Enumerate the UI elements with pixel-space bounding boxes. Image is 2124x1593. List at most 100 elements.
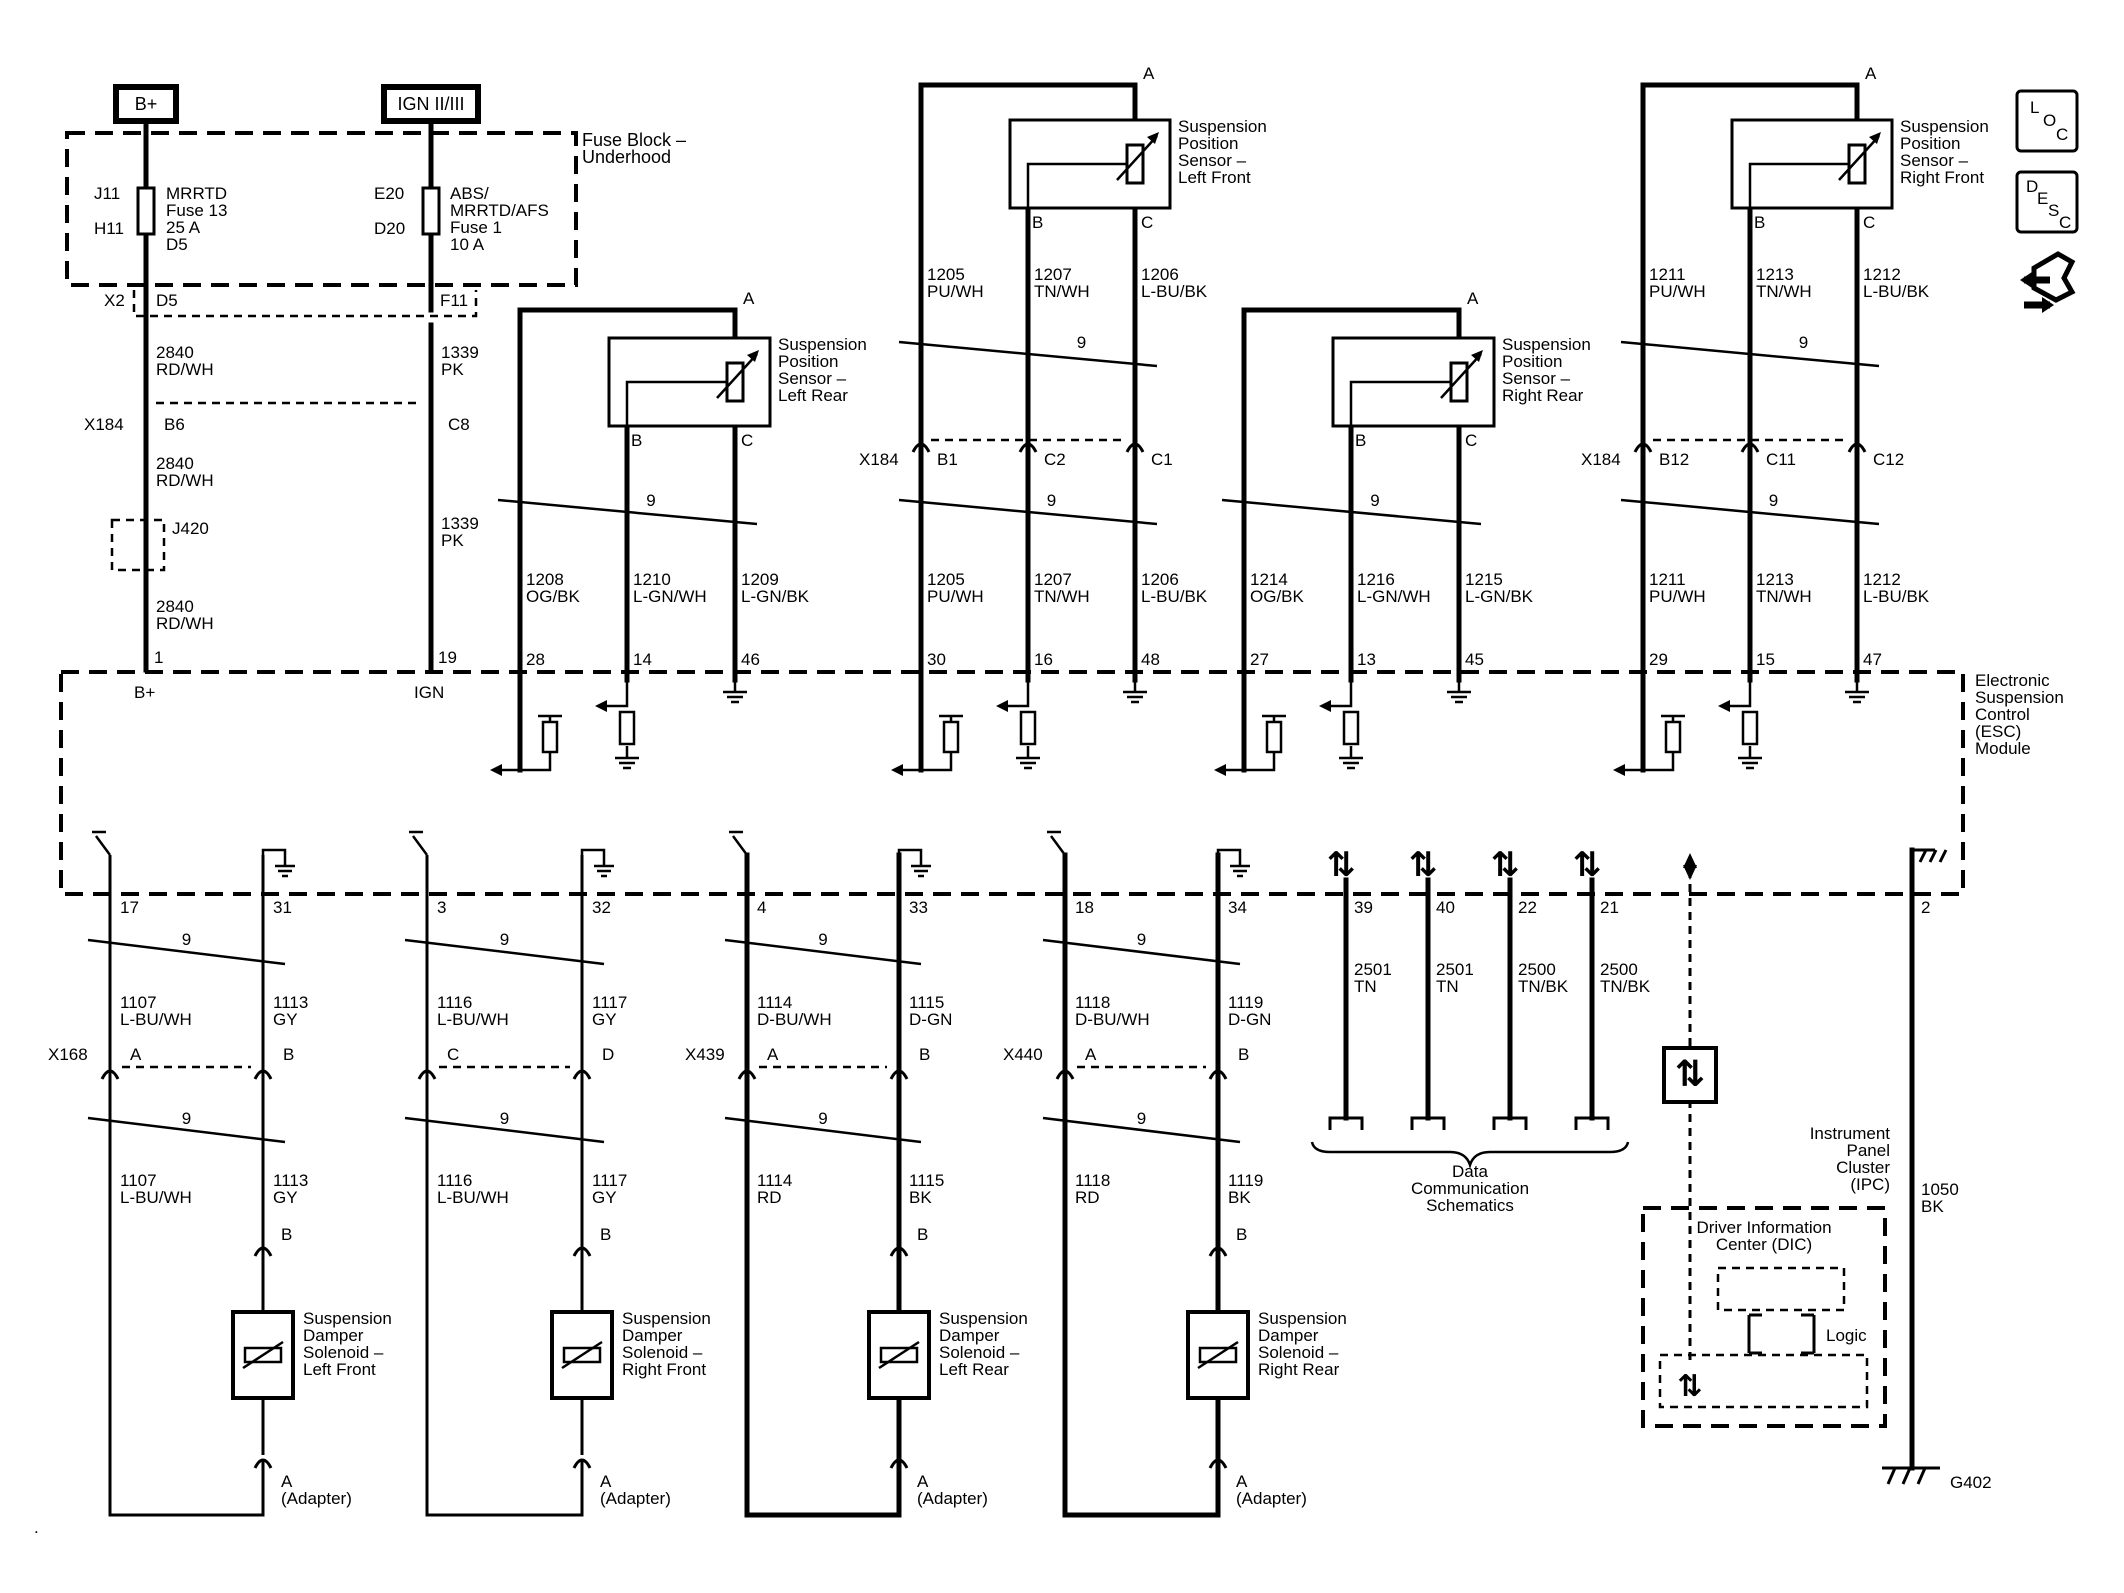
loc-icon[interactable]: [2015, 89, 2079, 153]
connector-pin-symbol: [100, 1069, 120, 1080]
circuit-lower-num: 1119: [1228, 1171, 1263, 1190]
circuit-num: 1205: [927, 570, 965, 589]
x184-pin-symbol: [1125, 442, 1145, 453]
ipc-serial-data-box: [1662, 1046, 1718, 1104]
x184-label: X184: [1581, 450, 1621, 469]
x184-pin-c8: C8: [448, 415, 470, 434]
pullup-resistor-icon: [1265, 720, 1283, 754]
connector-pin-symbol: [253, 1069, 273, 1080]
x184-pin-label: B12: [1659, 450, 1689, 469]
esc-pin-num: 48: [1141, 650, 1160, 669]
connector-label: X439: [685, 1045, 725, 1064]
desc-icon[interactable]: [2015, 170, 2079, 234]
upper-circuit-color: PU/WH: [927, 282, 984, 301]
ground-section: 2 1050 BK G402: [1882, 847, 1992, 1492]
sensor-name-2: Position: [1178, 134, 1238, 153]
circuit-1339-b-num: 1339: [441, 514, 479, 533]
twisted-pair: [1221, 498, 1482, 526]
x2-pin-d5: D5: [156, 291, 178, 310]
esc-pin-num-2: 34: [1228, 898, 1247, 917]
terminal-a-label: A: [600, 1472, 612, 1491]
terminal-b-pin: [889, 1246, 909, 1257]
solenoid-name-3: Solenoid –: [303, 1343, 384, 1362]
upper-circuit-color: PU/WH: [1649, 282, 1706, 301]
legend-icons: L O C D E S C: [2015, 89, 2079, 313]
twisted-pair-upper: [898, 340, 1158, 368]
x184-pin-label: C11: [1766, 450, 1796, 469]
arrow-left-icon: [490, 764, 502, 776]
circuit-num: 1215: [1465, 570, 1503, 589]
fuse-1-symbol: [421, 186, 441, 236]
twisted-pair: [497, 498, 758, 526]
wiper-line: [625, 380, 727, 426]
upper-circuit-num: 1211: [1649, 265, 1686, 284]
twist-label-upper: 9: [1137, 930, 1146, 949]
solenoid-name-2: Damper: [1258, 1326, 1319, 1345]
connector-pin-symbol: [1055, 1069, 1075, 1080]
twist-label-upper: 9: [818, 930, 827, 949]
circuit-color: PU/WH: [1649, 587, 1706, 606]
terminal-a-label: A: [1236, 1472, 1248, 1491]
adapter-label: (Adapter): [600, 1489, 671, 1508]
esc-ground-icon: [1912, 848, 1948, 863]
ground-icon: [1845, 680, 1869, 704]
connector-end-view-icon[interactable]: [2020, 251, 2076, 313]
signal-resistor-icon: [1019, 710, 1037, 746]
twisted-pair: [1620, 498, 1880, 526]
connector-pin-symbol: [889, 1069, 909, 1080]
circuit-color: TN/WH: [1034, 587, 1090, 606]
ipc-port-arrows-icon: ⇅: [1677, 1370, 1702, 1403]
esc-pin-num: 47: [1863, 650, 1882, 669]
data-comm-circuit-num-3: 2500: [1518, 960, 1556, 979]
fuse1-text-1: MRRTD: [166, 184, 227, 203]
serial-data-arrows-icon: ⇅: [1491, 846, 1520, 884]
splice-j420-label: J420: [172, 519, 209, 538]
signal-resistor-icon: [1342, 710, 1360, 746]
circuit-2840-a-num: 2840: [156, 343, 194, 362]
data-comm-connector-icon: [1410, 1116, 1446, 1130]
connector-label: X168: [48, 1045, 88, 1064]
ipc-line-down-arrow: [1683, 865, 1697, 880]
pullup-resistor-icon: [1664, 720, 1682, 754]
twist-label-upper: 9: [1077, 333, 1086, 352]
fuse1-pin-j11: J11: [94, 184, 120, 203]
solenoid-box: [1186, 1310, 1250, 1400]
x184-label: X184: [859, 450, 899, 469]
sensor-name-1: Suspension: [1178, 117, 1267, 136]
sensor-terminal-b: B: [1032, 213, 1043, 232]
circuit-upper-num: 1113: [273, 993, 308, 1012]
connector-pin-symbol: [572, 1069, 592, 1080]
circuit-upper-num: 1117: [592, 993, 627, 1012]
sensor-name-3: Sensor –: [778, 369, 847, 388]
data-comm-circuit-color-2: TN: [1436, 977, 1459, 996]
solenoid-name-2: Damper: [622, 1326, 683, 1345]
circuit-num: 1208: [526, 570, 564, 589]
connector-pin-label: A: [130, 1045, 142, 1064]
ipc-outline: [1641, 1206, 1887, 1428]
esc-pin-num: 30: [927, 650, 946, 669]
solenoid-name-1: Suspension: [1258, 1309, 1347, 1328]
serial-data-icon: ⇅: [1675, 1053, 1705, 1094]
circuit-num: 1213: [1756, 570, 1794, 589]
connector-pin-label: B: [919, 1045, 930, 1064]
loc-letter-c: C: [2056, 125, 2068, 144]
ground-icon: [1016, 746, 1040, 770]
connector-pin-label: C: [447, 1045, 459, 1064]
ground-icon: [723, 680, 747, 704]
circuit-color: L-BU/BK: [1141, 587, 1208, 606]
circuit-lower-num: 1113: [273, 1171, 308, 1190]
esc-pin-num: 46: [741, 650, 760, 669]
solenoid-slash: [242, 1340, 284, 1370]
circuit-upper-num: 1116: [437, 993, 472, 1012]
circuit-2840-a-color: RD/WH: [156, 360, 214, 379]
ipc-data-port-outline: [1658, 1353, 1869, 1409]
data-comm-circuit-num-2: 2501: [1436, 960, 1474, 979]
circuit-lower-color: L-BU/WH: [120, 1188, 192, 1207]
dic-label-1: Driver Information: [1696, 1218, 1831, 1237]
circuit-upper-color: D-BU/WH: [1075, 1010, 1150, 1029]
circuit-upper-num: 1118: [1075, 993, 1110, 1012]
data-comm-label-3: Schematics: [1426, 1196, 1514, 1215]
